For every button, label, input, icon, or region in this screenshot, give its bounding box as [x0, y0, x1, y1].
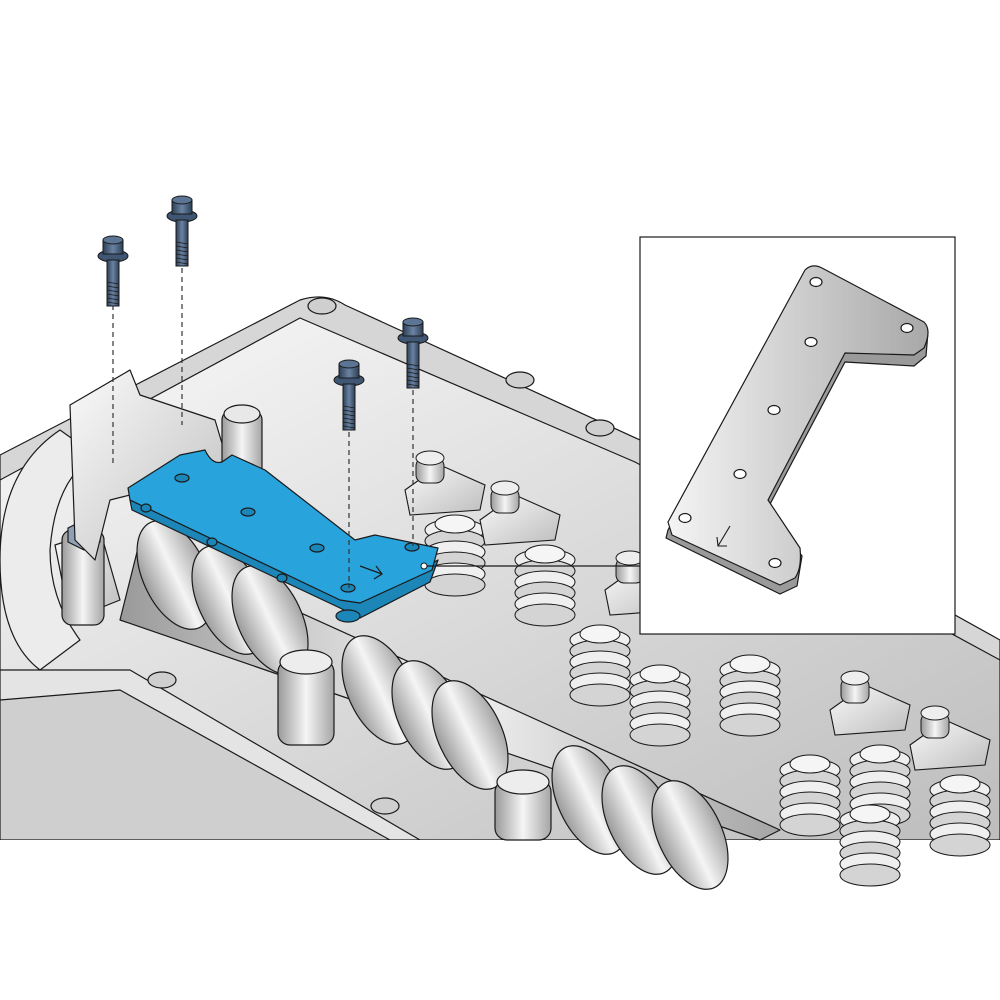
cam-bearing-caps	[54, 369, 552, 841]
bolt-4	[397, 317, 429, 389]
valve-spring	[929, 774, 991, 857]
inset-detail-view	[639, 236, 956, 635]
valve-spring	[569, 624, 631, 707]
valve-spring	[629, 664, 691, 747]
bracket-plate	[127, 449, 439, 604]
camshaft-holding-bracket	[127, 449, 439, 623]
rocker-arm	[829, 670, 911, 736]
valve-spring	[719, 654, 781, 737]
gasket-bolt-holes	[147, 297, 615, 815]
inset-bracket-plate	[667, 265, 929, 586]
bolt-3	[333, 359, 365, 431]
valve-spring	[779, 754, 841, 837]
rocker-arm	[404, 450, 486, 516]
arrow-mark-icon	[359, 565, 383, 580]
inset-arrow-mark-icon	[716, 525, 731, 547]
bolt-1	[97, 235, 129, 307]
valve-spring	[839, 804, 901, 887]
camshaft	[119, 520, 781, 890]
bolt-2	[166, 195, 198, 267]
cam-lobe	[431, 680, 509, 790]
valve-spring	[514, 544, 576, 627]
rocker-arm	[909, 705, 991, 771]
bolt-guide-lines	[112, 268, 414, 588]
cam-lobe	[651, 780, 729, 890]
timing-wheel	[0, 429, 96, 671]
valve-spring	[424, 514, 486, 597]
rocker-arm	[479, 480, 561, 546]
valve-train	[404, 450, 991, 887]
